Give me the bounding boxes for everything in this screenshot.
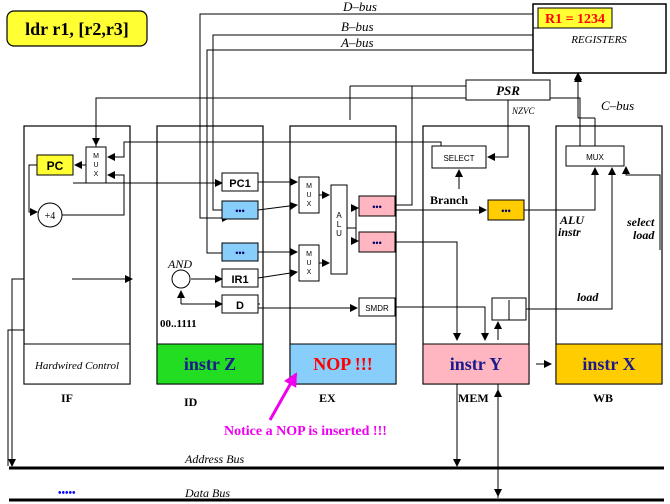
c-bus-label: C–bus bbox=[601, 98, 634, 113]
alu-box bbox=[330, 184, 348, 275]
if-mux-m: M bbox=[93, 153, 99, 160]
stage-if-label: IF bbox=[61, 391, 73, 405]
smdr-label: SMDR bbox=[365, 304, 389, 313]
hardwired-control-box bbox=[23, 343, 131, 385]
title-box bbox=[6, 10, 148, 47]
instr-y-label: instr Y bbox=[450, 354, 503, 374]
wb-mux-label: MUX bbox=[586, 153, 604, 162]
register-value: R1 = 1234 bbox=[545, 12, 605, 27]
psr-flags: NZVC bbox=[511, 106, 536, 116]
instr-y-box bbox=[422, 343, 530, 385]
nop-label: NOP !!! bbox=[313, 354, 372, 374]
stage-mem-label: MEM bbox=[458, 391, 489, 405]
select-load-label-2: load bbox=[633, 228, 655, 242]
if-mux-u: U bbox=[93, 162, 98, 169]
mem-reg-dots: ••• bbox=[501, 206, 510, 216]
register-value-box bbox=[537, 7, 613, 29]
d-bus-label: D–bus bbox=[342, 0, 377, 14]
notice-arrow bbox=[268, 372, 298, 421]
notice-text: Notice a NOP is inserted !!! bbox=[224, 424, 387, 439]
alu-l: L bbox=[337, 220, 342, 229]
address-bus-label: Address Bus bbox=[184, 452, 245, 466]
branch-label: Branch bbox=[430, 193, 468, 207]
stage-ex-label: EX bbox=[319, 391, 336, 405]
instr-x-box bbox=[555, 343, 663, 385]
ex-reg-a bbox=[358, 195, 396, 217]
id-reg-b-dots: ••• bbox=[235, 248, 244, 258]
const-label: 00..1111 bbox=[160, 318, 197, 330]
load-label: load bbox=[577, 290, 599, 304]
instr-z-label: instr Z bbox=[184, 354, 236, 374]
ir1-label: IR1 bbox=[231, 274, 248, 286]
instr-x-label: instr X bbox=[582, 354, 635, 374]
ex-reg-b-dots: ••• bbox=[372, 238, 381, 248]
d-label: D bbox=[236, 300, 244, 312]
alu-instr-label-2: instr bbox=[558, 225, 581, 239]
ex-mux-top-u: U bbox=[306, 192, 311, 199]
ex-reg-a-dots: ••• bbox=[372, 202, 381, 212]
ex-mux-bottom-x: X bbox=[307, 269, 312, 276]
pc-label: PC bbox=[47, 159, 64, 173]
pc1-label: PC1 bbox=[229, 178, 250, 190]
and-label: AND bbox=[167, 257, 192, 271]
nop-box bbox=[289, 343, 397, 385]
title-text: ldr r1, [r2,r3] bbox=[25, 19, 129, 39]
select-box bbox=[431, 145, 487, 169]
select-load-label-1: select bbox=[626, 215, 655, 229]
alu-u: U bbox=[336, 229, 342, 238]
alu-instr-label-1: ALU bbox=[559, 213, 585, 227]
ex-mux-bottom-u: U bbox=[306, 260, 311, 267]
ex-mux-top-x: X bbox=[307, 201, 312, 208]
a-bus-label: A–bus bbox=[340, 35, 374, 50]
alu-a: A bbox=[336, 211, 342, 220]
ex-mux-bottom-m: M bbox=[306, 251, 312, 258]
instr-z-box bbox=[156, 343, 264, 385]
registers-label: REGISTERS bbox=[570, 34, 627, 46]
id-reg-a-dots: ••• bbox=[235, 206, 244, 216]
and-gate bbox=[171, 269, 191, 289]
data-bus-label: Data Bus bbox=[184, 486, 230, 500]
hardwired-control-label: Hardwired Control bbox=[34, 360, 119, 372]
plus4-label: +4 bbox=[45, 211, 56, 222]
data-bus-dots: ••••• bbox=[58, 488, 76, 499]
stage-id-label: ID bbox=[184, 395, 198, 409]
if-mux-x: X bbox=[94, 171, 99, 178]
ex-mux-top-m: M bbox=[306, 183, 312, 190]
stage-wb-label: WB bbox=[593, 391, 613, 405]
b-bus-label: B–bus bbox=[341, 19, 374, 34]
select-label: SELECT bbox=[443, 154, 474, 163]
psr-label: PSR bbox=[496, 83, 520, 98]
